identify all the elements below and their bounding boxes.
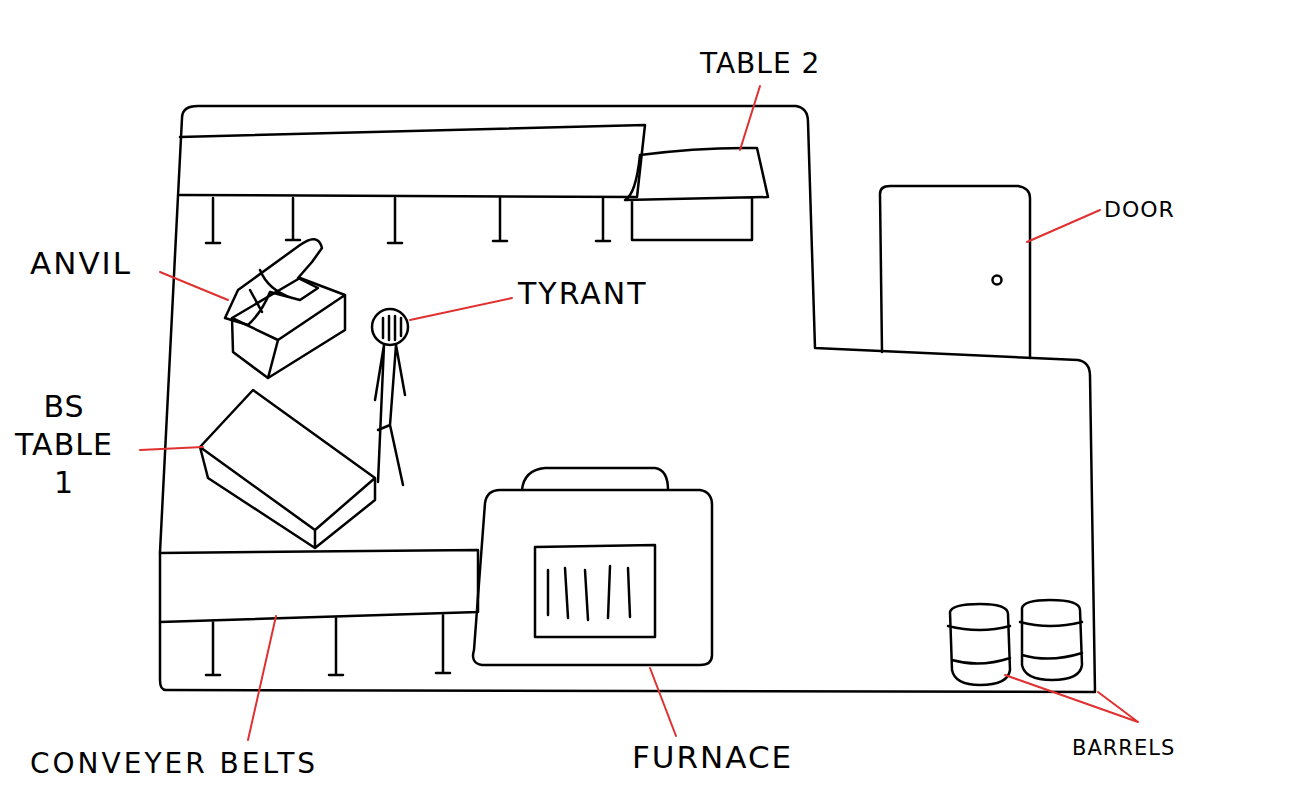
part-label: CONVEYER BELTS <box>30 750 318 778</box>
leader-line <box>248 616 276 740</box>
leader-line <box>410 298 512 320</box>
tyrant-body <box>375 316 405 485</box>
leader-line <box>1005 675 1138 722</box>
part-label: BS TABLE 1 <box>8 388 120 502</box>
door-knob <box>993 276 1002 285</box>
room-outline <box>160 106 1095 692</box>
leader-line <box>740 86 760 150</box>
furnace-grate <box>535 545 655 637</box>
leader-line <box>650 668 676 736</box>
furnace <box>473 468 712 665</box>
part-label: FURNACE <box>632 742 793 773</box>
room-drawing <box>160 106 1095 692</box>
part-label: BARRELS <box>1072 738 1175 759</box>
leader-lines <box>140 86 1138 740</box>
conveyor-belt <box>160 550 478 675</box>
leader-line <box>160 272 228 300</box>
anvil-base <box>232 278 345 378</box>
bench-legs <box>206 198 610 243</box>
barrel <box>1020 600 1082 680</box>
leader-line <box>1027 210 1100 242</box>
part-label: DOOR <box>1104 199 1175 221</box>
table-1 <box>200 390 375 548</box>
table-2 <box>625 148 768 240</box>
anvil-top <box>225 239 322 325</box>
part-label: ANVIL <box>30 248 132 279</box>
part-label: TYRANT <box>518 279 648 309</box>
barrel <box>948 604 1010 685</box>
leader-line <box>140 447 203 450</box>
wall-bench <box>180 125 645 197</box>
part-label: TABLE 2 <box>700 50 820 78</box>
door <box>880 186 1030 358</box>
